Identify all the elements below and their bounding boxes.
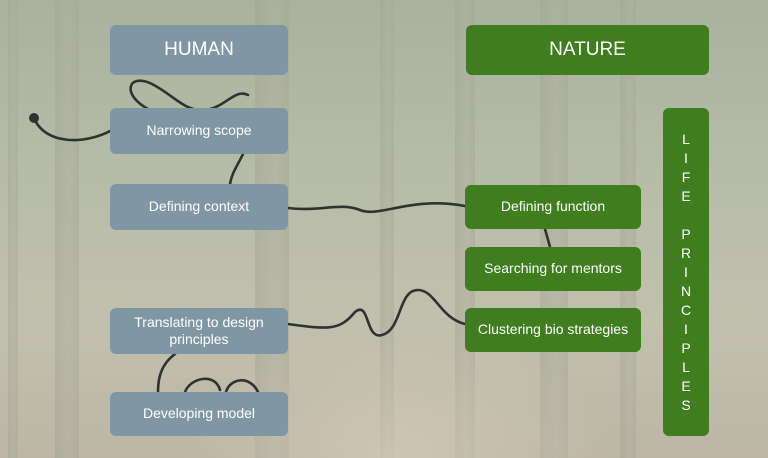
human-step-defining-context: Defining context xyxy=(110,184,288,230)
life-letter: E xyxy=(681,187,691,204)
human-step-label: Translating to design principles xyxy=(134,313,264,348)
principles-letter: C xyxy=(680,301,692,318)
nature-step-label: Clustering bio strategies xyxy=(477,321,629,338)
human-step-label: Developing model xyxy=(142,405,256,422)
principles-letter: P xyxy=(681,339,691,356)
life-letter: F xyxy=(681,168,691,185)
nature-step-defining-function: Defining function xyxy=(465,185,641,229)
nature-step-label: Defining function xyxy=(500,198,606,215)
principles-letter: E xyxy=(681,377,691,394)
human-header: HUMAN xyxy=(110,25,288,75)
principles-letter: L xyxy=(682,358,690,375)
principles-letter: R xyxy=(680,244,692,261)
human-step-label: Narrowing scope xyxy=(146,122,252,139)
life-principles-bar: L I F E P R I N C I P L E S xyxy=(663,108,709,436)
human-step-label: Defining context xyxy=(148,198,250,215)
principles-letter: I xyxy=(684,263,688,280)
principles-letter: N xyxy=(680,282,692,299)
principles-letter: S xyxy=(681,396,691,413)
nature-step-label: Searching for mentors xyxy=(484,260,622,277)
human-header-label: HUMAN xyxy=(164,39,234,61)
life-letter: L xyxy=(682,130,690,147)
nature-header: NATURE xyxy=(466,25,709,75)
nature-step-searching-mentors: Searching for mentors xyxy=(465,247,641,291)
human-step-translating: Translating to design principles xyxy=(110,308,288,354)
principles-letter: I xyxy=(684,320,688,337)
life-letter: I xyxy=(684,149,688,166)
nature-step-clustering: Clustering bio strategies xyxy=(465,308,641,352)
human-step-narrowing-scope: Narrowing scope xyxy=(110,108,288,154)
human-step-developing-model: Developing model xyxy=(110,392,288,436)
nature-header-label: NATURE xyxy=(549,39,626,61)
principles-letter: P xyxy=(681,225,691,242)
